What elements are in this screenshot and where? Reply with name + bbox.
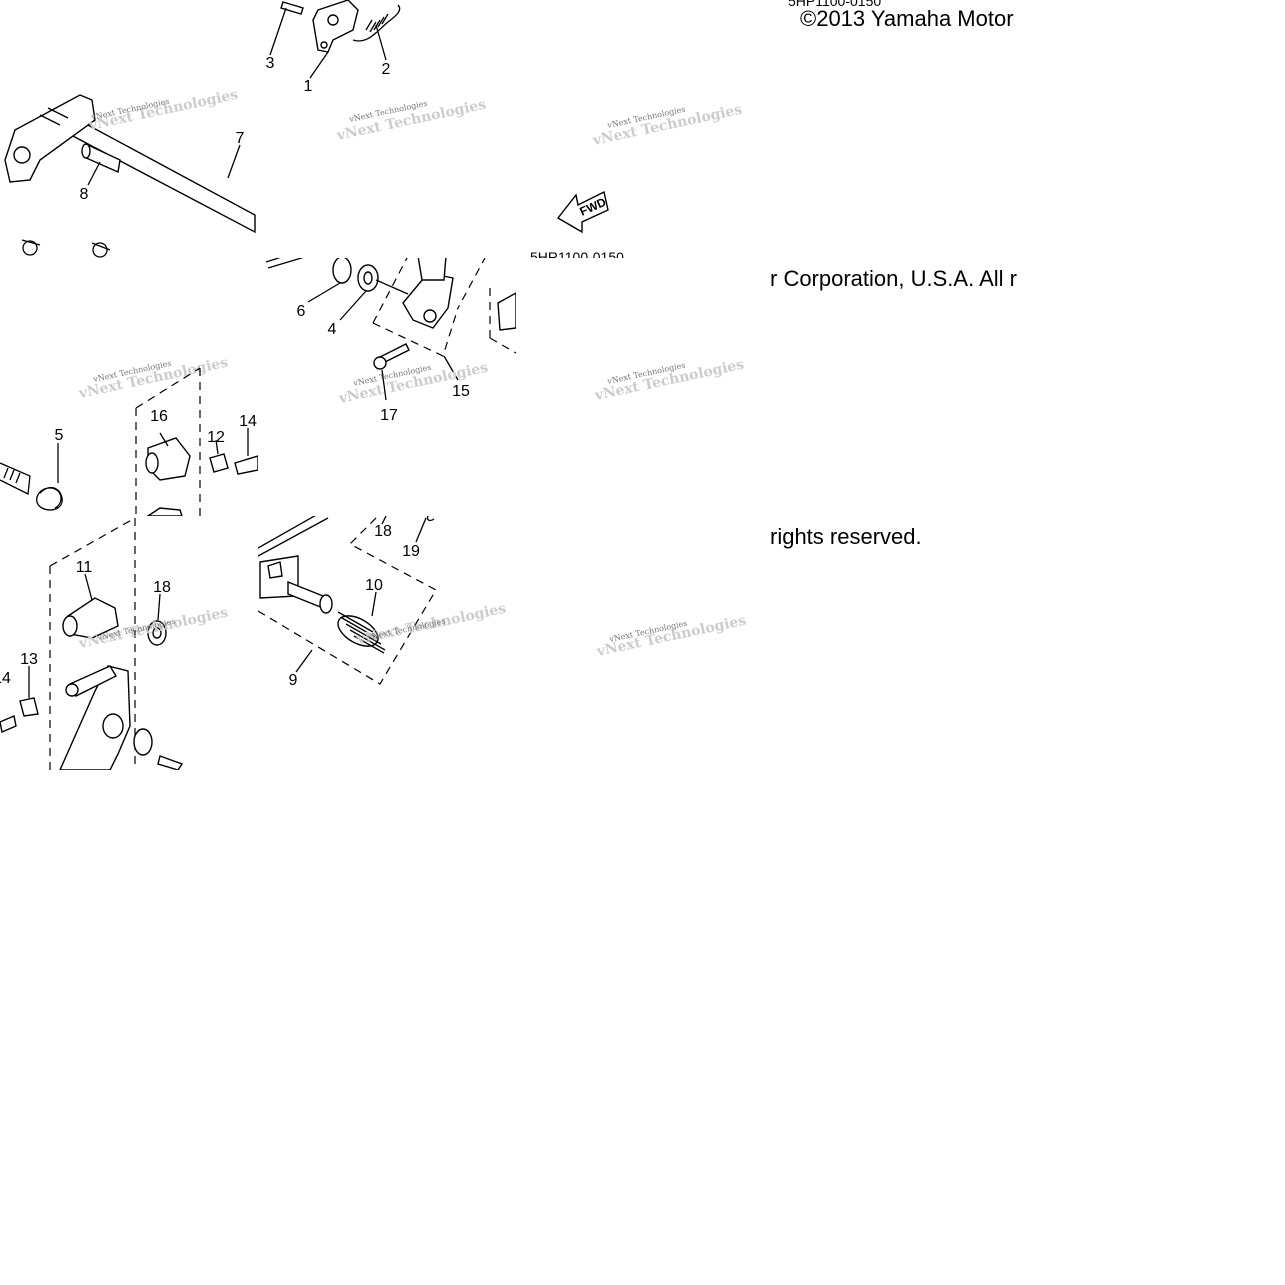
callout-18: 18 (374, 523, 392, 540)
callout-14: 14 (239, 413, 257, 430)
callout-11: 11 (76, 559, 93, 576)
callout-2: 2 (382, 61, 391, 78)
callout-7: 7 (236, 130, 245, 147)
diagram-tile-lever: 3 1 2 vNext Technologies vNext Technolog… (258, 0, 516, 258)
diagram-tile-copyright-3: rights reserved. (770, 516, 1032, 770)
callout-15: 15 (452, 383, 470, 400)
diagram-tile-return-spring: vNext Technologies vNext Technologies 5 … (0, 258, 258, 516)
fwd-arrow-icon: FWD (556, 190, 609, 234)
callout-13: 13 (20, 651, 38, 668)
callout-4: 4 (328, 321, 337, 338)
diagram-tile-shift-rod: 11 18 13 14 vNext Technologies vNext Tec… (0, 516, 258, 770)
callout-10: 10 (365, 577, 383, 594)
callout-5: 5 (55, 427, 64, 444)
copyright-line-3: rights reserved. (770, 524, 922, 549)
diagram-tile-fwd: vNext Technologies vNext Technologies FW… (516, 0, 774, 258)
diagram-code: 5HP1100-0150 (788, 0, 881, 9)
callout-12: 12 (207, 429, 225, 446)
callout-14: 14 (0, 670, 11, 687)
diagram-tile-blank-2: vNext Technologies vNext Technologies (516, 516, 774, 770)
diagram-tile-shift-shaft: 7 8 vNext Technologies vNext Technologie… (0, 0, 258, 258)
callout-3: 3 (266, 55, 275, 72)
callout-9: 9 (289, 672, 298, 689)
diagram-tile-copyright-1: 5HP1100-0150 ©2013 Yamaha Motor (774, 0, 1032, 258)
copyright-line-1: ©2013 Yamaha Motor (800, 6, 1014, 31)
callout-19: 19 (402, 543, 420, 560)
diagram-tile-pedal-rubber: 10 9 18 19 vNext Technologies vNext Tech… (258, 516, 516, 770)
diagram-tile-copyright-2: r Corporation, U.S.A. All r (770, 258, 1032, 516)
callout-6: 6 (297, 303, 306, 320)
diagram-tile-shift-lever: 6 4 15 17 vNext Technologies vNext Techn… (258, 258, 516, 516)
callout-8: 8 (80, 186, 89, 203)
diagram-code: 5HR1100-0150 (530, 249, 624, 258)
callout-1: 1 (304, 78, 313, 95)
callout-17: 17 (380, 407, 398, 424)
callout-16: 16 (150, 408, 168, 425)
diagram-tile-blank-1: vNext Technologies vNext Technologies (516, 258, 774, 516)
callout-18: 18 (153, 579, 171, 596)
copyright-line-2: r Corporation, U.S.A. All r (770, 266, 1017, 291)
